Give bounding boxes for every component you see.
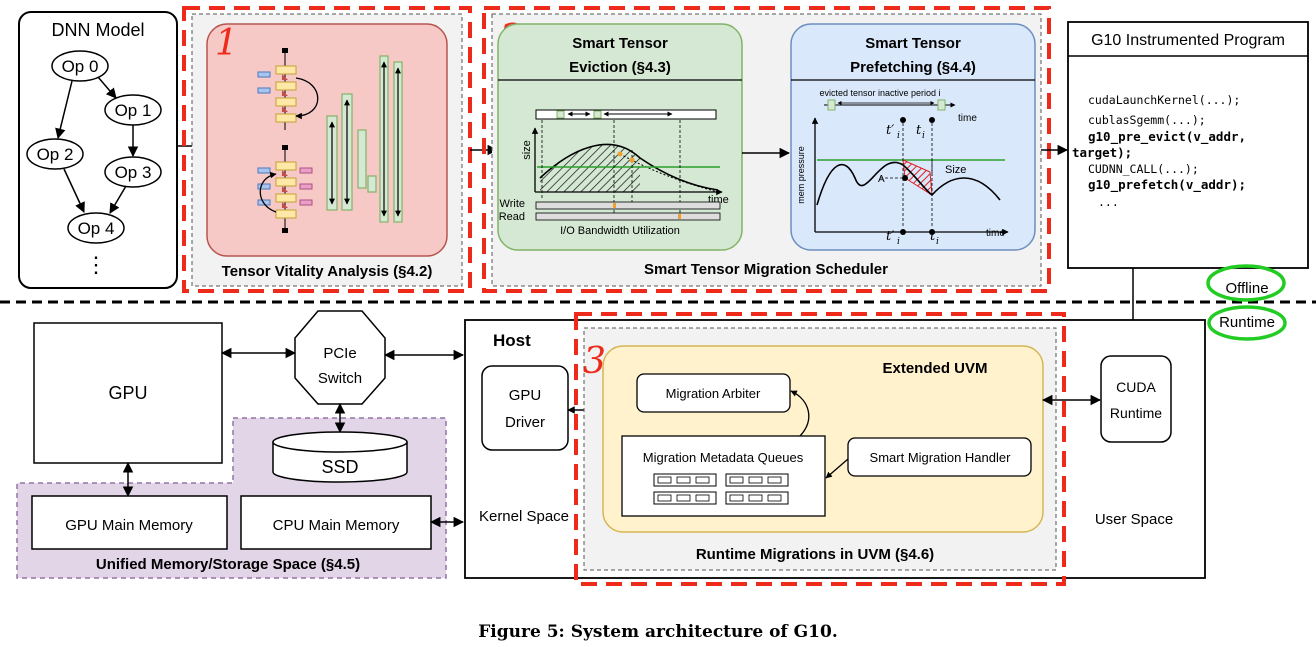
op-node-1: Op 1 bbox=[104, 94, 162, 126]
runtime-migration-panel: 3 Extended UVM Migration Arbiter Migrati… bbox=[574, 312, 1066, 586]
instrumented-program-block: G10 Instrumented Program cudaLaunchKerne… bbox=[1067, 21, 1309, 269]
user-space-label: User Space bbox=[1095, 511, 1173, 528]
svg-text:i: i bbox=[897, 131, 900, 141]
svg-text:Offline: Offline bbox=[1225, 280, 1268, 297]
svg-text:Smart Migration Handler: Smart Migration Handler bbox=[870, 450, 1012, 465]
svg-text:Runtime: Runtime bbox=[1110, 405, 1162, 421]
svg-text:3: 3 bbox=[583, 341, 606, 382]
svg-text:GPU: GPU bbox=[509, 387, 542, 404]
svg-text:PCIe: PCIe bbox=[323, 345, 356, 362]
svg-text:Smart Tensor: Smart Tensor bbox=[572, 35, 668, 52]
svg-text:CUDNN_CALL(...);: CUDNN_CALL(...); bbox=[1088, 162, 1199, 176]
cpu-main-memory: CPU Main Memory bbox=[240, 495, 432, 550]
dnn-model-title: DNN Model bbox=[51, 20, 144, 40]
svg-text:g10_prefetch(v_addr);: g10_prefetch(v_addr); bbox=[1088, 177, 1246, 193]
kernel-space-label: Kernel Space bbox=[479, 508, 569, 525]
svg-text:mem pressure: mem pressure bbox=[796, 146, 806, 204]
svg-text:Switch: Switch bbox=[318, 370, 362, 387]
tensor-vitality-title: Tensor Vitality Analysis (§4.2) bbox=[222, 263, 433, 280]
op-node-4: Op 4 bbox=[67, 212, 125, 244]
migration-metadata-queues: Migration Metadata Queues bbox=[621, 435, 826, 517]
svg-text:I/O Bandwidth Utilization: I/O Bandwidth Utilization bbox=[560, 225, 680, 237]
svg-text:Eviction (§4.3): Eviction (§4.3) bbox=[569, 59, 671, 76]
migration-arbiter: Migration Arbiter bbox=[636, 373, 791, 413]
smart-migration-handler: Smart Migration Handler bbox=[847, 437, 1032, 477]
op-node-2: Op 2 bbox=[26, 138, 84, 170]
svg-text:cudaLaunchKernel(...);: cudaLaunchKernel(...); bbox=[1088, 93, 1240, 107]
cuda-runtime: CUDA Runtime bbox=[1100, 355, 1172, 443]
gpu-block: GPU bbox=[33, 322, 223, 464]
gpu-driver: GPU Driver bbox=[481, 365, 569, 451]
svg-text:Op 0: Op 0 bbox=[62, 57, 99, 76]
svg-text:t: t bbox=[916, 123, 922, 138]
svg-text:Read: Read bbox=[499, 211, 525, 223]
svg-text:time: time bbox=[986, 228, 1005, 239]
panel-1-number: 1 bbox=[215, 23, 238, 64]
svg-text:...: ... bbox=[1098, 195, 1119, 209]
svg-text:Prefetching (§4.4): Prefetching (§4.4) bbox=[850, 59, 976, 76]
svg-text:CUDA: CUDA bbox=[1116, 379, 1156, 395]
svg-text:GPU Main Memory: GPU Main Memory bbox=[65, 517, 193, 534]
figure-caption: Figure 5: System architecture of G10. bbox=[478, 622, 838, 642]
tensor-pipeline-graphic bbox=[257, 48, 403, 233]
svg-text:Host: Host bbox=[493, 331, 531, 350]
eviction-subpanel: Smart Tensor Eviction (§4.3) size time bbox=[497, 23, 743, 251]
svg-text:target);: target); bbox=[1072, 145, 1132, 160]
dnn-model-block: DNN Model Op 0 Op 1 Op 2 Op 3 Op 4 ⋮ bbox=[18, 11, 178, 289]
program-code-lines: cudaLaunchKernel(...); cublasSgemm(...);… bbox=[1072, 93, 1246, 209]
offline-label: Offline bbox=[1206, 264, 1286, 302]
svg-text:SSD: SSD bbox=[321, 457, 358, 477]
svg-text:Write: Write bbox=[500, 198, 525, 210]
op-node-3: Op 3 bbox=[104, 156, 162, 188]
svg-text:i: i bbox=[936, 237, 939, 247]
svg-text:Driver: Driver bbox=[505, 414, 545, 431]
migration-scheduler-title: Smart Tensor Migration Scheduler bbox=[644, 261, 888, 278]
svg-text:g10_pre_evict(v_addr,: g10_pre_evict(v_addr, bbox=[1088, 129, 1246, 145]
svg-text:time: time bbox=[958, 113, 977, 124]
svg-text:Runtime Migrations in UVM (§4.: Runtime Migrations in UVM (§4.6) bbox=[696, 546, 934, 563]
svg-text:evicted tensor inactive period: evicted tensor inactive period i bbox=[819, 88, 940, 98]
svg-text:Op 4: Op 4 bbox=[78, 219, 115, 238]
runtime-label: Runtime bbox=[1207, 305, 1287, 341]
svg-text:Op 1: Op 1 bbox=[115, 101, 152, 120]
svg-text:A: A bbox=[878, 174, 885, 185]
pcie-switch: PCIe Switch bbox=[294, 310, 386, 405]
svg-text:Migration Arbiter: Migration Arbiter bbox=[666, 386, 761, 401]
prefetch-subpanel: Smart Tensor Prefetching (§4.4) evicted … bbox=[790, 23, 1036, 251]
svg-text:t′: t′ bbox=[886, 123, 894, 138]
svg-text:i: i bbox=[922, 131, 925, 141]
svg-text:Smart Tensor: Smart Tensor bbox=[865, 35, 961, 52]
svg-text:Op 3: Op 3 bbox=[115, 163, 152, 182]
svg-text:t: t bbox=[930, 229, 936, 244]
svg-text:CPU Main Memory: CPU Main Memory bbox=[273, 517, 400, 534]
svg-text:Op 2: Op 2 bbox=[37, 145, 74, 164]
tensor-vitality-panel: 1 bbox=[182, 6, 472, 293]
svg-text:Unified Memory/Storage Space (: Unified Memory/Storage Space (§4.5) bbox=[96, 556, 360, 573]
svg-text:Extended UVM: Extended UVM bbox=[882, 360, 987, 377]
svg-text:Runtime: Runtime bbox=[1219, 314, 1275, 331]
svg-text:size: size bbox=[521, 140, 533, 160]
svg-text:i: i bbox=[897, 237, 900, 247]
svg-text:Migration Metadata Queues: Migration Metadata Queues bbox=[643, 450, 804, 465]
svg-text:t′: t′ bbox=[886, 229, 894, 244]
gpu-main-memory: GPU Main Memory bbox=[31, 495, 228, 550]
migration-scheduler-panel: 2 Smart Tensor Eviction (§4.3) size time bbox=[482, 6, 1051, 293]
ssd-cylinder: SSD bbox=[272, 431, 408, 483]
svg-text:Size: Size bbox=[945, 164, 966, 176]
op-node-0: Op 0 bbox=[51, 50, 109, 82]
svg-text:GPU: GPU bbox=[108, 383, 147, 403]
dnn-ellipsis: ⋮ bbox=[85, 252, 107, 277]
svg-text:cublasSgemm(...);: cublasSgemm(...); bbox=[1088, 113, 1206, 127]
program-title: G10 Instrumented Program bbox=[1091, 32, 1285, 49]
